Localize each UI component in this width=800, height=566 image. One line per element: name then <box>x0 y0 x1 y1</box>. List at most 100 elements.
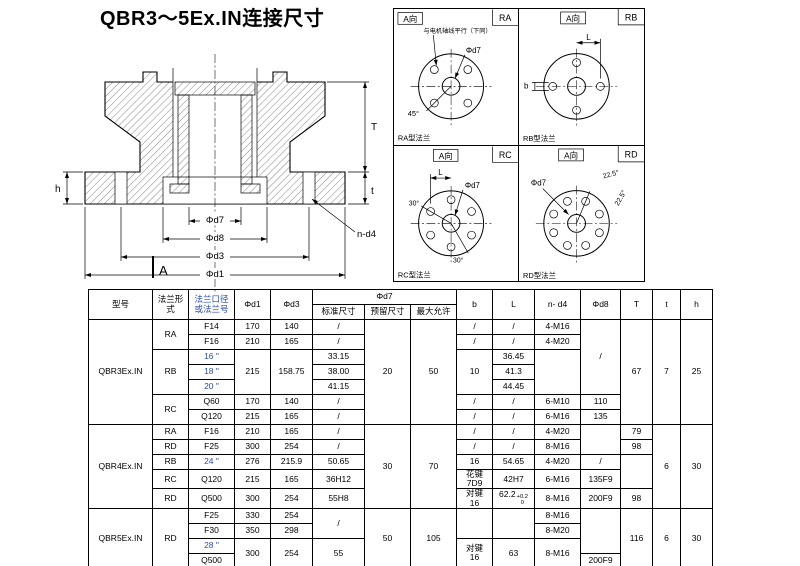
flange-view-ra: Φd7 45° A向 与电机轴线平行（下同） RA RA型法兰 <box>394 9 519 146</box>
data-cell: Q500 <box>188 488 235 509</box>
bolt-holes <box>430 65 473 108</box>
data-cell: F30 <box>188 522 235 539</box>
data-cell: 200F9 <box>580 552 622 566</box>
data-cell <box>580 507 622 554</box>
data-cell: 4-M20 <box>534 454 582 470</box>
header-cell: L <box>492 289 536 320</box>
data-cell: 116 <box>620 507 654 566</box>
data-cell <box>620 453 654 490</box>
data-cell: 4-M20 <box>534 334 582 350</box>
data-cell: 50 <box>364 507 411 566</box>
data-cell: / <box>492 409 536 425</box>
data-cell: 8-M16 <box>534 537 582 566</box>
data-cell: / <box>492 439 536 455</box>
data-cell: 18 " <box>188 364 235 380</box>
header-cell: h <box>680 289 714 320</box>
data-cell: 6-M16 <box>534 409 582 425</box>
header-cell: n- d4 <box>534 289 582 320</box>
angle-label-2: 22.5° <box>613 189 628 207</box>
data-cell: 20 " <box>188 379 235 395</box>
data-cell: 158.75 <box>270 349 313 395</box>
data-cell: / <box>456 424 494 440</box>
data-cell: 花键 7D9 <box>456 468 494 490</box>
data-cell: 30 <box>680 424 714 509</box>
data-cell: / <box>492 424 536 440</box>
data-cell: 135 <box>580 409 622 425</box>
corner-label: RD <box>625 149 638 159</box>
caption: RB型法兰 <box>523 133 556 143</box>
data-cell: 140 <box>270 394 313 410</box>
L-label: L <box>438 168 443 177</box>
data-cell: F16 <box>188 424 235 440</box>
header-cell: b <box>456 289 494 320</box>
view-tag: A向 <box>566 13 580 23</box>
data-cell: 16 " <box>188 349 235 365</box>
header-cell: T <box>620 289 654 320</box>
angle-label: 45° <box>408 109 419 118</box>
data-cell: 33.15 <box>312 349 365 365</box>
data-cell: 25 <box>680 319 714 425</box>
data-cell: 215 <box>234 468 271 490</box>
corner-label: RC <box>499 150 512 160</box>
data-cell: / <box>456 334 494 350</box>
data-cell: 79 <box>620 424 654 440</box>
data-cell <box>534 349 582 395</box>
data-cell: 276 <box>234 454 271 470</box>
header-cell: 标准尺寸 <box>312 304 365 320</box>
data-cell: F25 <box>188 439 235 455</box>
view-tag: A向 <box>403 14 417 24</box>
data-cell: 215 <box>234 349 271 395</box>
data-cell: 63 <box>492 537 536 566</box>
data-cell: / <box>492 334 536 350</box>
data-cell: 215 <box>234 409 271 425</box>
data-cell: / <box>312 319 365 335</box>
data-cell: RC <box>152 394 189 425</box>
data-cell: 8-M20 <box>534 522 582 539</box>
data-cell: / <box>312 424 365 440</box>
data-cell: / <box>312 439 365 455</box>
data-cell: / <box>312 394 365 410</box>
data-cell: RA <box>152 424 189 440</box>
header-cell: 预留尺寸 <box>364 304 411 320</box>
dim-label-d7: Φd7 <box>206 215 224 226</box>
data-cell: 44.45 <box>492 379 536 395</box>
data-cell: / <box>492 394 536 410</box>
flange-view-rb: L b A向 RB RB型法兰 <box>519 9 644 146</box>
data-cell: 165 <box>270 334 313 350</box>
data-cell <box>492 507 536 539</box>
L-label: L <box>586 33 591 42</box>
view-tag: A向 <box>439 151 453 161</box>
data-cell: 170 <box>234 319 271 335</box>
data-cell: 98 <box>620 488 654 509</box>
header-cell: 型号 <box>88 289 153 320</box>
data-cell: 200F9 <box>580 488 622 509</box>
data-cell: 6-M16 <box>534 468 582 490</box>
data-cell: 215.9 <box>270 454 313 470</box>
data-cell: F25 <box>188 507 235 524</box>
data-cell: Q60 <box>188 394 235 410</box>
data-cell <box>456 507 494 539</box>
data-cell: 350 <box>234 522 271 539</box>
data-cell: 8-M16 <box>534 507 582 524</box>
data-cell: 298 <box>270 522 313 539</box>
bolt-slot-right <box>302 171 316 205</box>
data-cell: 10 <box>456 349 494 395</box>
dim-label-d8: Φd8 <box>206 233 224 244</box>
caption: RC型法兰 <box>398 270 431 279</box>
data-cell: / <box>492 319 536 335</box>
angle-label-1: 30° <box>409 199 420 207</box>
data-cell: RA <box>152 319 189 350</box>
data-cell: 170 <box>234 394 271 410</box>
header-cell: 法兰形 式 <box>152 289 189 320</box>
data-cell: / <box>456 409 494 425</box>
data-cell: / <box>312 507 365 539</box>
data-cell: Q120 <box>188 468 235 490</box>
data-cell: F16 <box>188 334 235 350</box>
data-cell: 38.00 <box>312 364 365 380</box>
flange-view-rc: 30° 30° L Φd7 A向 RC RC型法兰 <box>394 145 519 282</box>
d7-label: Φd7 <box>531 179 546 188</box>
